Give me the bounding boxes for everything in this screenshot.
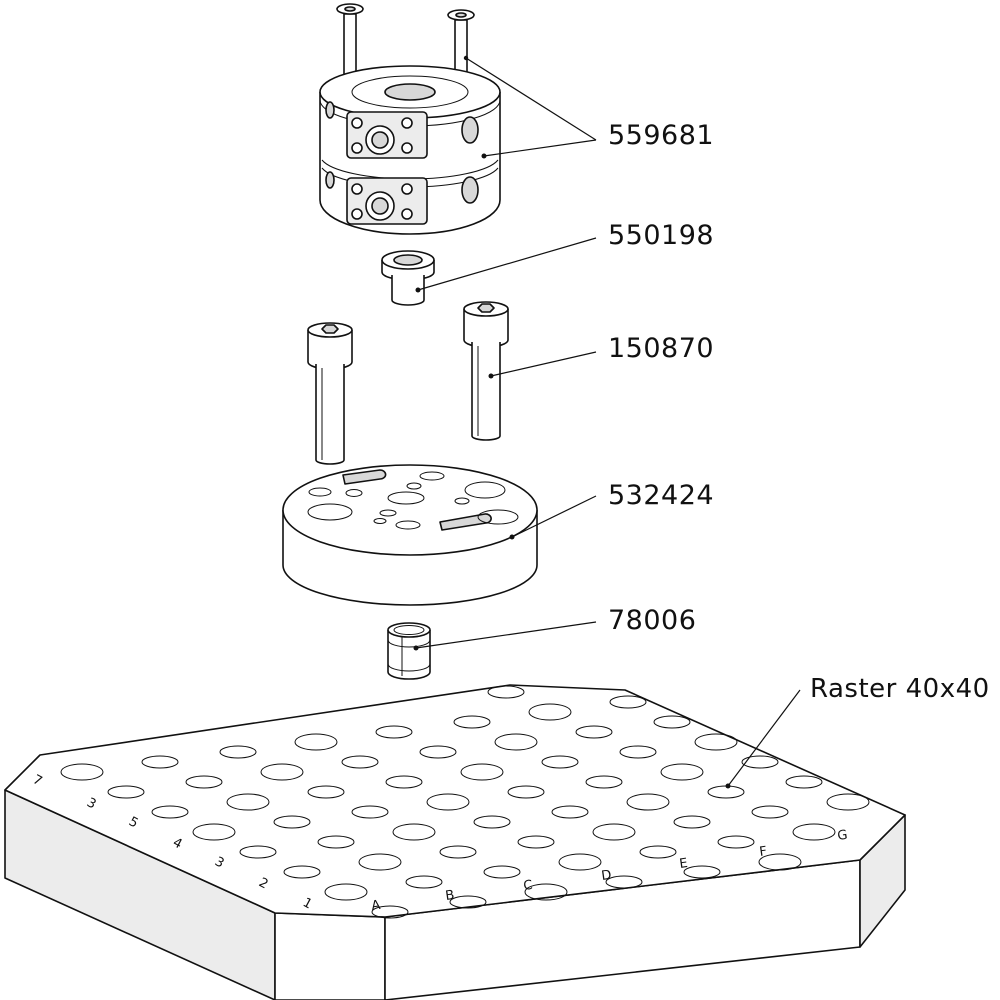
plate-hole xyxy=(371,905,409,919)
plate-hole xyxy=(375,725,413,739)
plate-hole xyxy=(694,733,738,751)
part-150870-screws xyxy=(307,301,509,465)
plate-hole xyxy=(551,805,589,819)
part-number-150870: 150870 xyxy=(608,333,715,364)
svg-text:D: D xyxy=(600,868,612,884)
plate-hole xyxy=(575,725,613,739)
svg-text:C: C xyxy=(522,878,533,894)
plate-hole xyxy=(151,805,189,819)
plate-hole xyxy=(473,815,511,829)
plate-hole xyxy=(351,805,389,819)
plate-hole xyxy=(239,845,277,859)
plate-hole xyxy=(683,865,721,879)
svg-text:G: G xyxy=(836,828,848,844)
plate-hole xyxy=(758,853,802,871)
svg-text:B: B xyxy=(444,888,455,904)
plate-hole xyxy=(226,793,270,811)
plate-hole xyxy=(605,875,643,889)
screw-left xyxy=(307,322,353,465)
part-number-532424: 532424 xyxy=(608,480,715,511)
plate-hole xyxy=(751,805,789,819)
plate-hole xyxy=(219,745,257,759)
part-532424-adapter-plate xyxy=(282,464,538,606)
plate-hole xyxy=(273,815,311,829)
part-number-559681: 559681 xyxy=(608,120,715,151)
raster-base-plate: 7 3 5 4 3 2 1 A B C D E F G xyxy=(4,684,906,1000)
plate-hole-grid xyxy=(60,685,870,919)
plate-hole xyxy=(107,785,145,799)
plate-hole xyxy=(541,755,579,769)
svg-text:F: F xyxy=(758,844,767,860)
screw-right xyxy=(463,301,509,441)
plate-hole xyxy=(324,883,368,901)
plate-hole xyxy=(626,793,670,811)
part-550198-bushing xyxy=(381,250,435,306)
svg-text:E: E xyxy=(678,856,688,872)
plate-hole xyxy=(494,733,538,751)
part-78006-bushing xyxy=(387,622,431,680)
plate-hole xyxy=(141,755,179,769)
plate-hole xyxy=(792,823,836,841)
part-number-78006: 78006 xyxy=(608,605,697,636)
plate-hole xyxy=(439,845,477,859)
plate-hole xyxy=(307,785,345,799)
plate-hole xyxy=(826,793,870,811)
plate-hole xyxy=(453,715,491,729)
plate-hole xyxy=(192,823,236,841)
plate-hole xyxy=(507,785,545,799)
raster-label: Raster 40x40 xyxy=(810,674,990,704)
plate-hole xyxy=(449,895,487,909)
plate-hole xyxy=(60,763,104,781)
plate-hole xyxy=(317,835,355,849)
plate-hole xyxy=(619,745,657,759)
plate-hole xyxy=(358,853,402,871)
leader-lines xyxy=(413,57,801,789)
plate-hole xyxy=(483,865,521,879)
plate-hole xyxy=(653,715,691,729)
part-559681-clamping-module xyxy=(319,3,501,235)
plate-hole xyxy=(294,733,338,751)
plate-hole xyxy=(592,823,636,841)
plate-hole xyxy=(741,755,779,769)
plate-hole xyxy=(660,763,704,781)
plate-hole xyxy=(639,845,677,859)
plate-hole xyxy=(717,835,755,849)
plate-hole xyxy=(392,823,436,841)
plate-hole xyxy=(385,775,423,789)
plate-hole xyxy=(185,775,223,789)
plate-corner-face xyxy=(274,912,386,1000)
plate-hole xyxy=(419,745,457,759)
part-number-550198: 550198 xyxy=(608,220,715,251)
plate-hole xyxy=(283,865,321,879)
plate-hole xyxy=(405,875,443,889)
plate-hole xyxy=(524,883,568,901)
plate-hole xyxy=(260,763,304,781)
svg-text:A: A xyxy=(370,898,381,914)
plate-hole xyxy=(785,775,823,789)
plate-hole xyxy=(487,685,525,699)
plate-hole xyxy=(528,703,572,721)
plate-hole xyxy=(585,775,623,789)
plate-hole xyxy=(341,755,379,769)
plate-hole xyxy=(426,793,470,811)
plate-hole xyxy=(517,835,555,849)
plate-hole xyxy=(558,853,602,871)
plate-hole xyxy=(673,815,711,829)
plate-hole xyxy=(609,695,647,709)
plate-hole xyxy=(460,763,504,781)
